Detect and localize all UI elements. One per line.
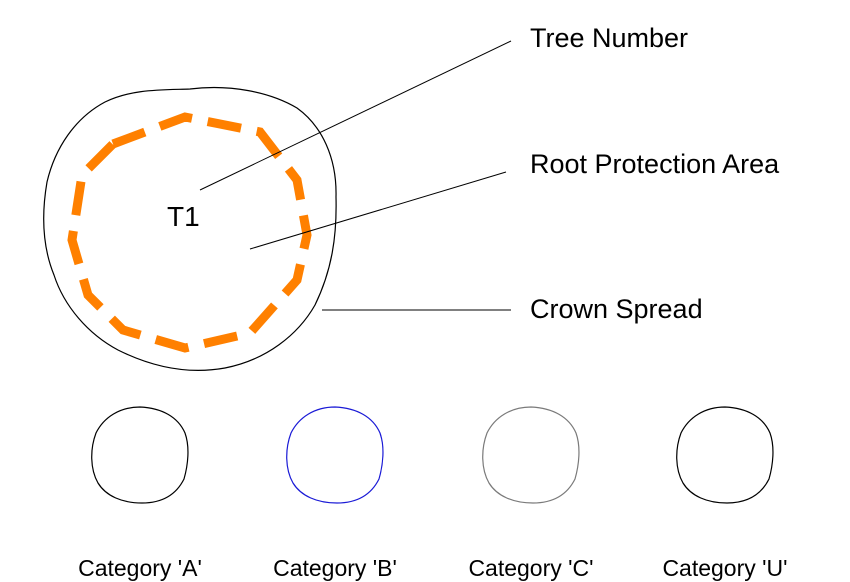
category-symbol-a <box>91 406 189 504</box>
root-protection-area <box>67 112 312 353</box>
crown-spread-callout: Crown Spread <box>530 294 703 324</box>
category-symbol-b <box>286 406 384 504</box>
root-protection-area-callout: Root Protection Area <box>530 149 780 179</box>
tree-number-label: T1 <box>167 201 200 232</box>
tree-number-callout: Tree Number <box>530 23 688 53</box>
crown-spread-outline <box>43 86 337 371</box>
category-symbol-c <box>482 406 580 504</box>
category-a-label: Category 'A' <box>78 555 202 581</box>
category-u-label: Category 'U' <box>662 555 787 581</box>
root-protection-leader <box>249 171 507 250</box>
category-c-label: Category 'C' <box>468 555 593 581</box>
category-symbol-u <box>676 406 774 504</box>
tree-number-leader <box>199 40 512 191</box>
category-b-label: Category 'B' <box>273 555 397 581</box>
